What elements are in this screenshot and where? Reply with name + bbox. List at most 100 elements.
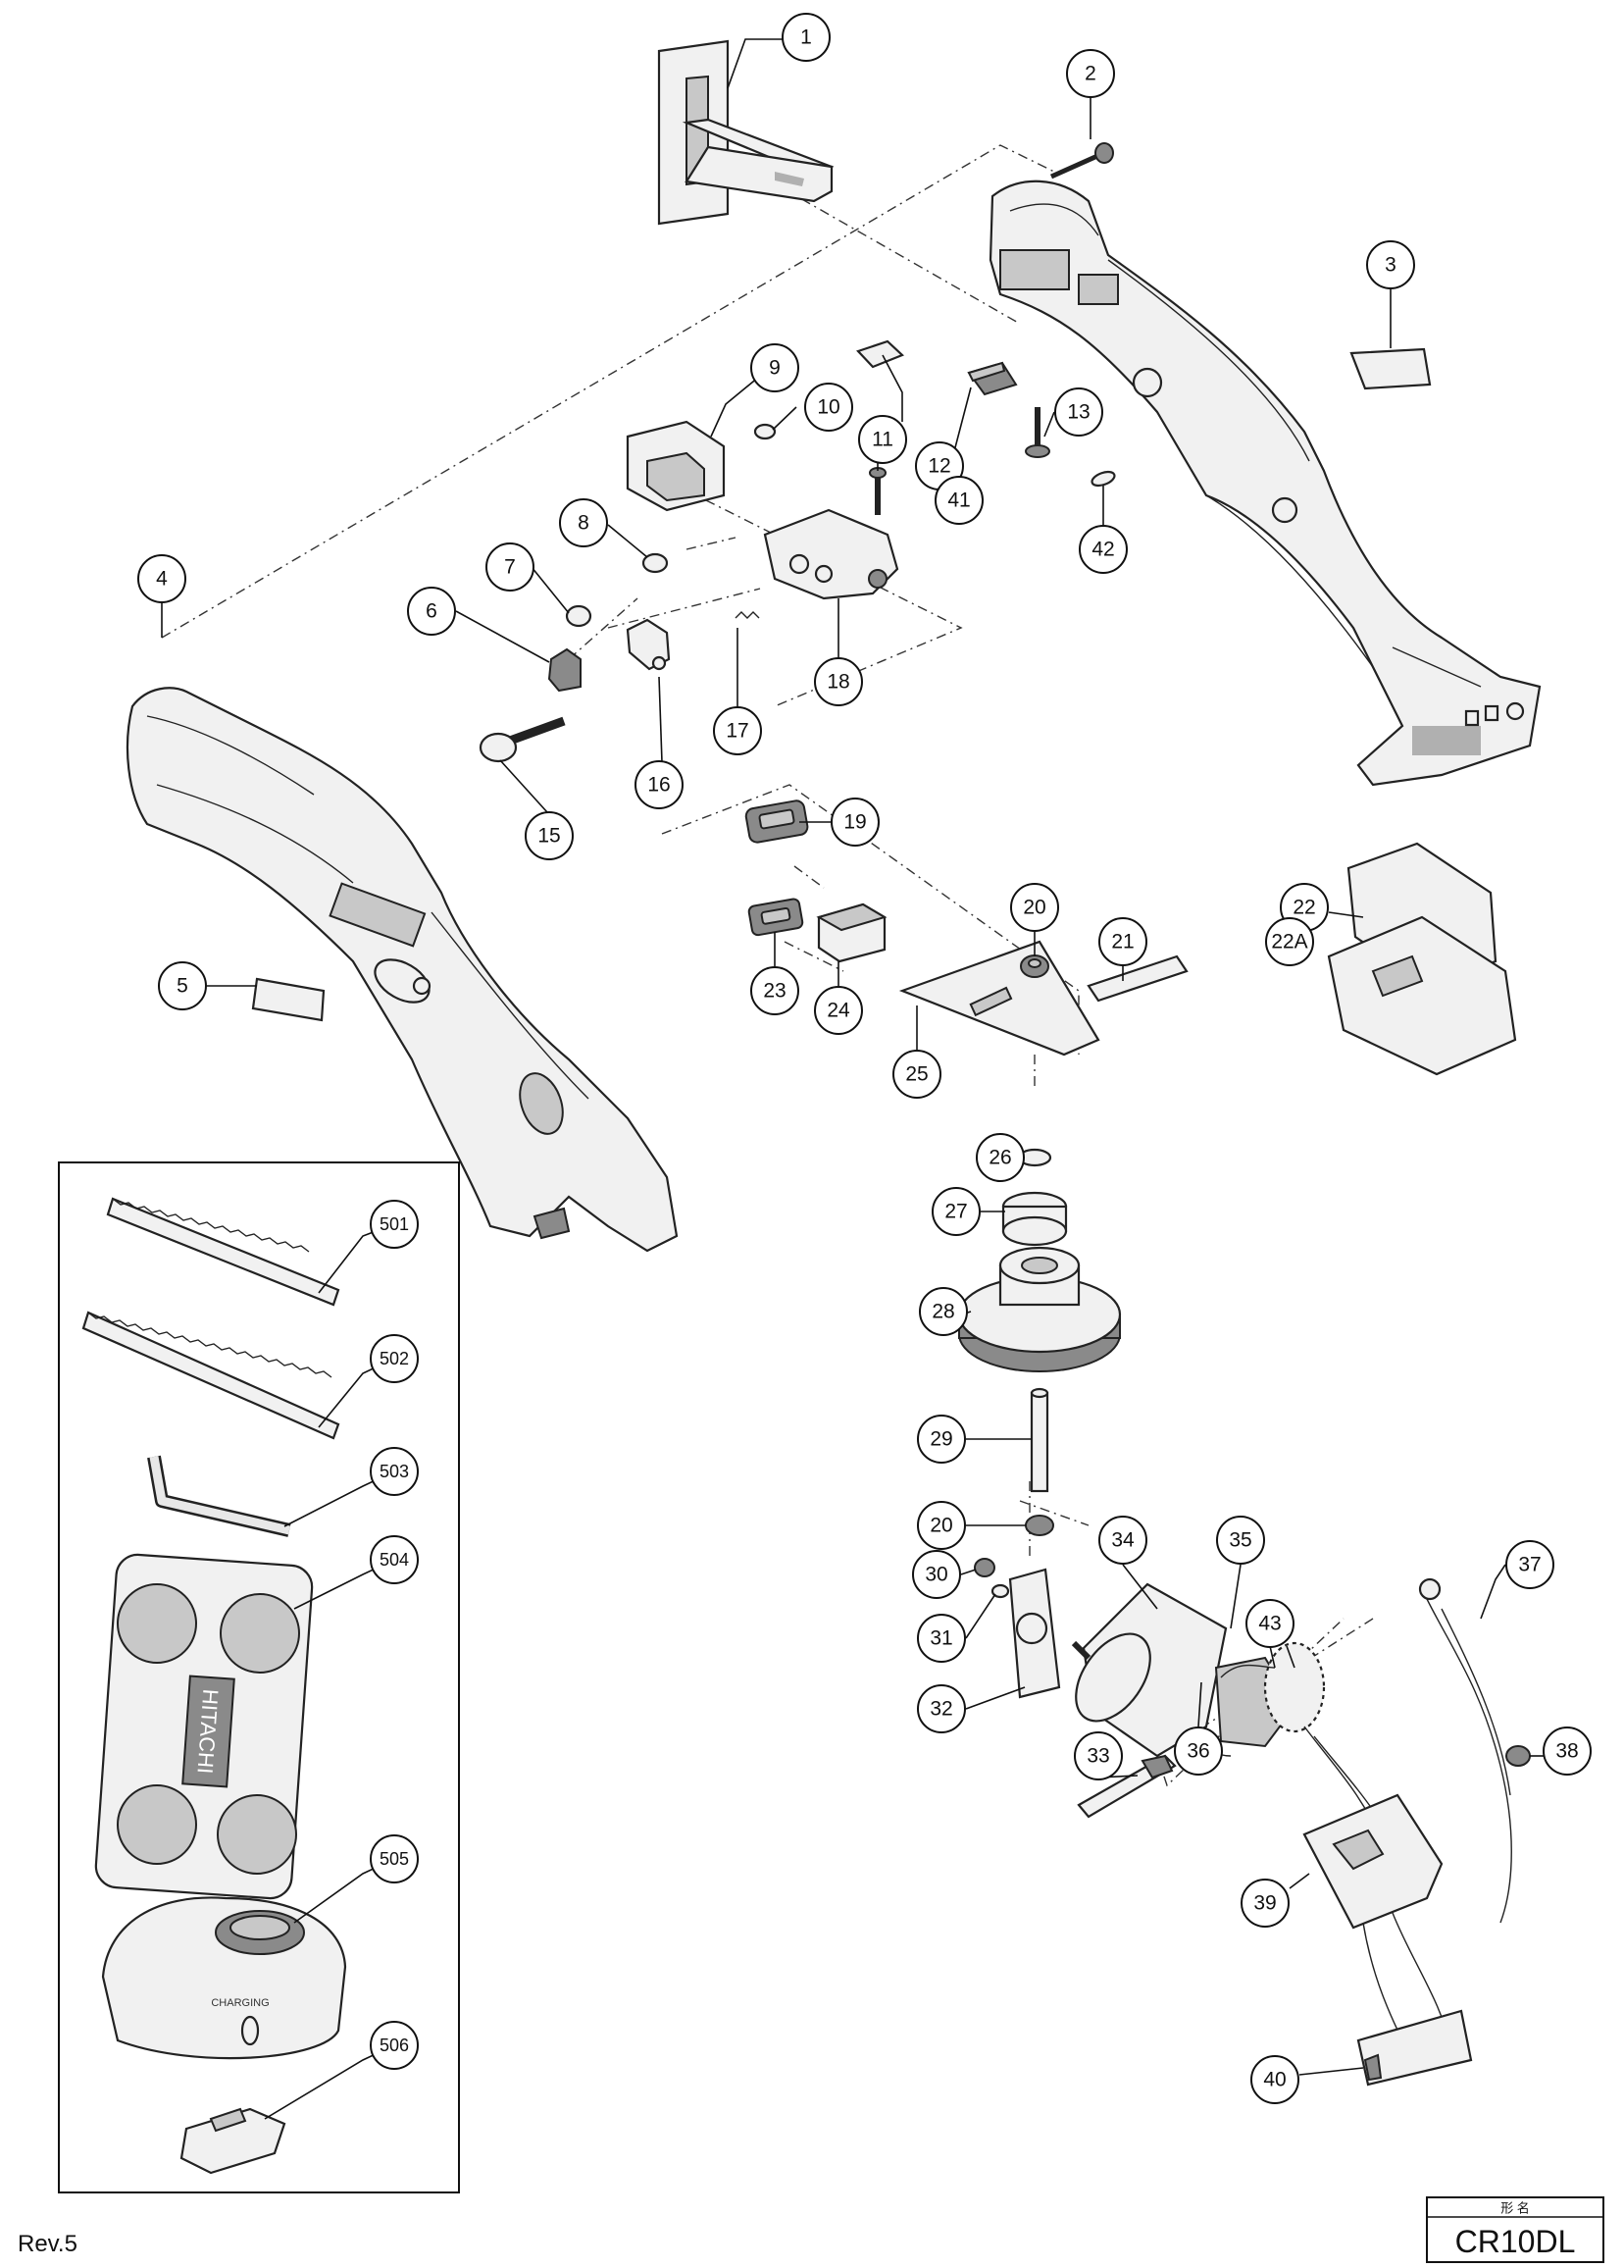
callout-circle [407,587,456,636]
callout-label: 10 [817,396,839,419]
callout-circle [634,760,684,809]
callout-2: 2 [1066,49,1115,98]
callout-504: 504 [370,1535,419,1584]
callout-28: 28 [919,1287,968,1336]
callout-circle [935,476,984,525]
callout-11: 11 [858,415,907,464]
parts-12-41-13-42 [856,339,1116,488]
callout-37: 37 [1505,1540,1554,1589]
callout-label: 34 [1111,1529,1135,1552]
callout-circle [370,1334,419,1383]
callout-circle [370,2021,419,2070]
callout-label: 37 [1518,1554,1541,1576]
callout-15: 15 [525,811,574,860]
callout-8: 8 [559,498,608,547]
callout-circle [976,1133,1025,1182]
motor-plate-parts [974,1558,1061,1699]
gear-train [957,1148,1122,1536]
model-box: 形 名 CR10DL [1426,2196,1604,2263]
callout-label: 501 [380,1214,409,1234]
slider-assembly [744,799,1189,1057]
callout-505: 505 [370,1834,419,1883]
callout-circle [932,1187,981,1236]
callout-label: 502 [380,1349,409,1368]
callout-label: 39 [1253,1892,1276,1915]
callout-20: 20 [917,1501,966,1550]
callout-label: 25 [905,1063,928,1086]
callout-label: 6 [426,600,437,623]
callout-circle [1098,917,1147,966]
callout-label: 20 [1023,897,1045,919]
callout-label: 503 [380,1462,409,1481]
callout-3: 3 [1366,240,1415,289]
callout-circle [750,343,799,392]
callout-circle [804,383,853,432]
model-number: CR10DL [1455,2224,1576,2259]
callout-circle [1366,240,1415,289]
callout-41: 41 [935,476,984,525]
callout-27: 27 [932,1187,981,1236]
callout-circle [1174,1727,1223,1776]
callout-circle [525,811,574,860]
part-22-battery [1327,842,1517,1076]
callout-32: 32 [917,1684,966,1733]
leader-lines [161,38,1545,2120]
callout-label: 20 [930,1515,952,1537]
callout-label: 5 [177,975,188,998]
callout-label: 41 [947,490,970,512]
callout-circle [158,961,207,1010]
callout-43: 43 [1245,1599,1294,1648]
callout-501: 501 [370,1200,419,1249]
callout-label: 32 [930,1698,952,1721]
callout-label: 30 [925,1564,947,1586]
callout-circle [1245,1599,1294,1648]
callout-29: 29 [917,1415,966,1464]
part-5-label [251,977,326,1022]
callout-35: 35 [1216,1516,1265,1565]
callout-circle [559,498,608,547]
callout-10: 10 [804,383,853,432]
callout-23: 23 [750,966,799,1015]
callout-33: 33 [1074,1731,1123,1780]
callout-31: 31 [917,1614,966,1663]
callout-label: 43 [1258,1613,1281,1635]
housing-right-half [989,180,1542,787]
callout-label: 1 [800,26,812,49]
callout-circle [782,13,831,62]
callout-label: 17 [726,720,748,743]
callout-label: 29 [930,1428,952,1451]
callout-label: 33 [1087,1745,1109,1768]
callout-17: 17 [713,706,762,755]
callout-24: 24 [814,986,863,1035]
callout-circle [713,706,762,755]
callout-38: 38 [1543,1727,1592,1776]
callout-label: 4 [156,568,168,591]
callout-label: 27 [944,1201,967,1223]
callout-6: 6 [407,587,456,636]
callout-label-22A: 22A [1271,931,1307,954]
callout-16: 16 [634,760,684,809]
callout-circle [1074,1731,1123,1780]
switch-and-wiring [1077,1577,1531,2087]
part-3-label [1349,347,1432,390]
callout-34: 34 [1098,1516,1147,1565]
callout-30: 30 [912,1550,961,1599]
callout-circle [892,1050,941,1099]
sub-label-22A: 22A [1265,917,1314,966]
callout-circle [370,1200,419,1249]
callout-label: 22 [1293,897,1315,919]
callout-circle [1216,1516,1265,1565]
callout-circle [1066,49,1115,98]
callout-circle [919,1287,968,1336]
callout-circle [370,1535,419,1584]
callout-label: 7 [504,556,516,579]
callout-36: 36 [1174,1727,1223,1776]
callout-503: 503 [370,1447,419,1496]
callout-circle [917,1614,966,1663]
callout-circle [137,554,186,603]
callout-circle [1250,2055,1299,2104]
callout-circle [1098,1516,1147,1565]
callout-label: 26 [989,1147,1011,1169]
callout-label: 13 [1067,401,1090,424]
part-2-screw [1049,142,1114,180]
